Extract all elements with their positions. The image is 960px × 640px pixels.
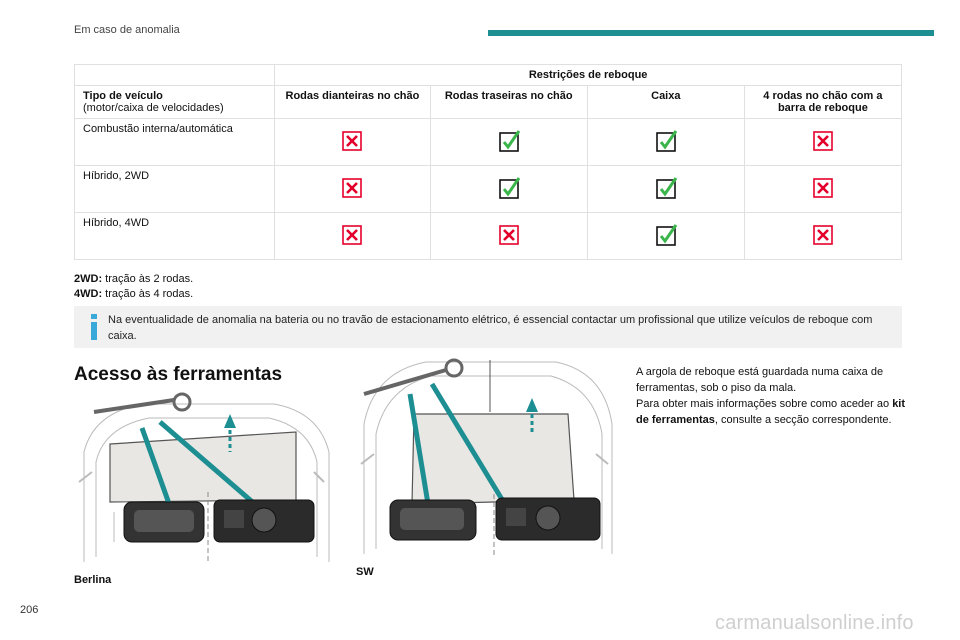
tools-paragraph-1: A argola de reboque está guardada numa c… <box>636 366 884 394</box>
table-column-header-row: Tipo de veículo (motor/caixa de velocida… <box>73 85 903 119</box>
info-text: Na eventualidade de anomalia na bateria … <box>108 314 873 342</box>
row-label: Combustão interna/automática <box>73 118 276 166</box>
vehicle-type-title: Tipo de veículo <box>83 90 163 102</box>
mark-cell <box>586 212 745 260</box>
check-icon <box>498 129 520 152</box>
cross-icon <box>498 224 519 245</box>
table-row: Combustão interna/automática <box>73 118 903 166</box>
towing-restrictions-header: Restrições de reboque <box>274 64 902 86</box>
mark-cell <box>743 118 903 166</box>
mark-cell <box>429 212 588 260</box>
tool-kit-term: kit de ferramentas <box>636 398 906 426</box>
column-header: Rodas traseiras no chão <box>429 85 588 119</box>
note-4wd: 4WD: tração às 4 rodas. <box>74 288 194 300</box>
mark-cell <box>274 165 431 213</box>
row-label: Híbrido, 2WD <box>73 165 276 213</box>
note-2wd: 2WD: tração às 2 rodas. <box>74 273 194 285</box>
caption-sw: SW <box>356 566 374 578</box>
cross-icon <box>342 130 363 151</box>
tools-paragraph-2: Para obter mais informações sobre como a… <box>636 398 906 426</box>
check-icon <box>655 223 678 246</box>
cross-icon <box>342 224 363 245</box>
abbreviation-notes: 2WD: tração às 2 rodas. 4WD: tração às 4… <box>74 272 193 302</box>
cross-icon <box>342 177 363 198</box>
mark-cell <box>429 165 588 213</box>
cross-icon <box>813 224 833 245</box>
mark-cell <box>743 165 903 213</box>
page-number: 206 <box>20 604 39 616</box>
vehicle-type-subtitle: (motor/caixa de velocidades) <box>83 102 224 114</box>
cross-icon <box>813 130 833 151</box>
check-icon <box>498 176 520 199</box>
table-empty-cell <box>73 64 276 86</box>
trunk-illustration-berlina <box>74 392 336 568</box>
table-row: Híbrido, 4WD <box>73 212 903 260</box>
trunk-illustration-sw <box>356 354 618 560</box>
section-title: Em caso de anomalia <box>74 24 180 36</box>
mark-cell <box>274 118 431 166</box>
section-heading: Acesso às ferramentas <box>74 364 283 385</box>
vehicle-type-header: Tipo de veículo (motor/caixa de velocida… <box>73 85 276 119</box>
check-icon <box>655 176 678 199</box>
column-header: Caixa <box>586 85 745 119</box>
mark-cell <box>586 118 745 166</box>
towing-restrictions-table: Restrições de reboque Tipo de veículo (m… <box>73 64 903 260</box>
tools-access-text: A argola de reboque está guardada numa c… <box>636 364 906 428</box>
watermark: carmanualsonline.info <box>715 612 914 634</box>
mark-cell <box>743 212 903 260</box>
column-header: 4 rodas no chão com a barra de reboque <box>743 85 903 119</box>
table-row: Híbrido, 2WD <box>73 165 903 213</box>
mark-cell <box>429 118 588 166</box>
info-icon <box>91 314 97 340</box>
mark-cell <box>274 212 431 260</box>
table-group-header-row: Restrições de reboque <box>73 64 902 86</box>
column-header: Rodas dianteiras no chão <box>274 85 431 119</box>
mark-cell <box>586 165 745 213</box>
header-accent-bar <box>488 30 934 36</box>
cross-icon <box>813 177 833 198</box>
caption-berlina: Berlina <box>74 574 112 586</box>
row-label: Híbrido, 4WD <box>73 212 276 260</box>
check-icon <box>655 129 678 152</box>
info-box: Na eventualidade de anomalia na bateria … <box>74 306 902 348</box>
